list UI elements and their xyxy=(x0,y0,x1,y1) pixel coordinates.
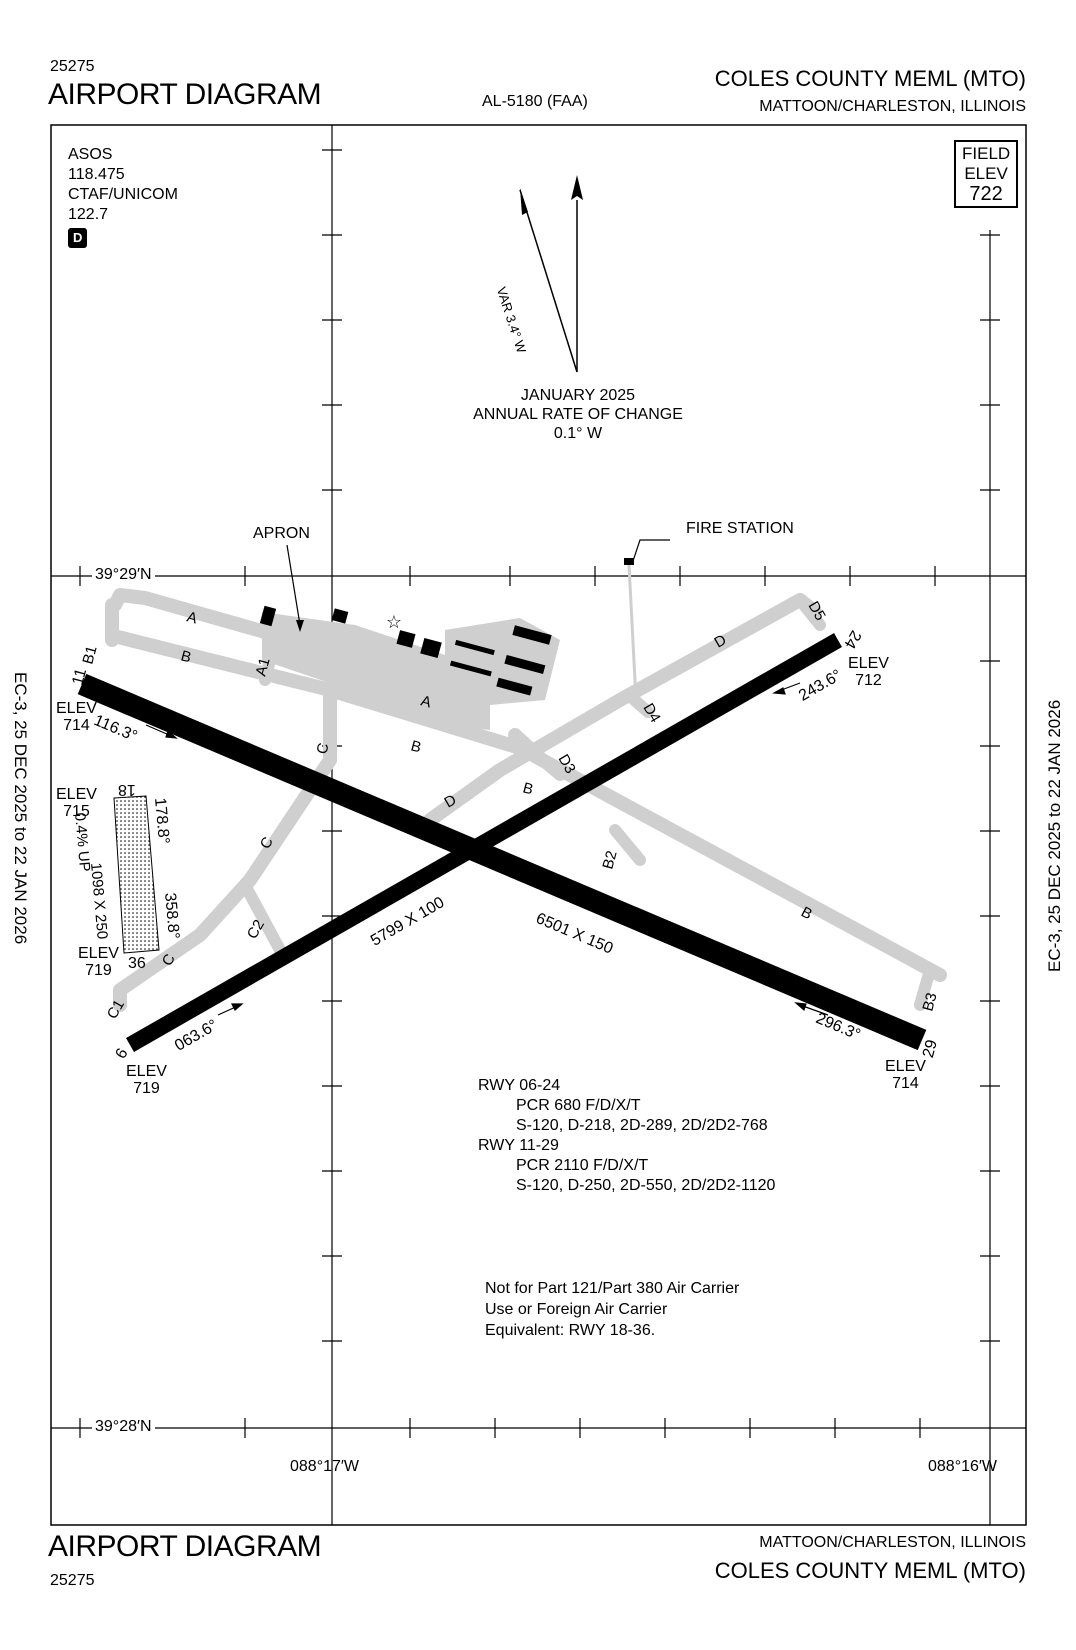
runway-strength-notes: RWY 06-24 PCR 680 F/D/X/T S-120, D-218, … xyxy=(478,1076,775,1196)
field-elev-label1: FIELD xyxy=(962,144,1011,163)
fire-station-label: FIRE STATION xyxy=(686,520,794,537)
ctaf-frequency: 122.7 xyxy=(68,206,109,223)
runway-18-label: 18 xyxy=(118,781,136,798)
taxiway-b xyxy=(111,630,947,982)
apron-area xyxy=(262,612,560,730)
fire-station-road xyxy=(627,564,638,701)
magnetic-north-line xyxy=(519,189,578,373)
chart-number-bottom: 25275 xyxy=(50,1572,95,1589)
chart-title-top: AIRPORT DIAGRAM xyxy=(48,78,322,111)
ctaf-label: CTAF/UNICOM xyxy=(68,186,178,203)
fire-station-leader xyxy=(631,539,670,565)
restriction-line-3: Equivalent: RWY 18-36. xyxy=(485,1322,656,1339)
taxiway-network xyxy=(105,588,947,1012)
elev-rwy-18: ELEV 715 xyxy=(56,786,97,820)
comms-block: ASOS 118.475 CTAF/UNICOM 122.7 D xyxy=(68,145,178,248)
apron-label: APRON xyxy=(253,525,310,542)
taxiway-label-b3rd: B xyxy=(521,779,535,798)
note-pcr-06-24: PCR 680 F/D/X/T xyxy=(516,1097,641,1114)
elev-label: ELEV xyxy=(885,1058,926,1075)
taxiway-label-b1st: B xyxy=(179,647,193,666)
taxiway-label-a2nd: A xyxy=(419,692,433,711)
elev-rwy-11: ELEV 714 xyxy=(56,700,97,734)
note-rwy-11-29: RWY 11-29 xyxy=(478,1137,559,1154)
magnetic-date: JANUARY 2025 xyxy=(520,387,636,404)
asos-label: ASOS xyxy=(68,146,113,163)
note-pcr-11-29: PCR 2110 F/D/X/T xyxy=(516,1157,649,1174)
heading-arrows xyxy=(145,682,829,1016)
longitude-right: 088°16′W xyxy=(928,1458,997,1475)
taxiway-label-b1: B1 xyxy=(79,644,100,666)
taxiway-a1 xyxy=(259,654,276,686)
field-elev-label2: ELEV xyxy=(964,164,1008,183)
taxiway-label-b2: B2 xyxy=(599,849,620,871)
elev-value: 714 xyxy=(63,717,90,734)
elev-value: 714 xyxy=(892,1075,919,1092)
taxiway-d4 xyxy=(624,690,654,718)
elev-label: ELEV xyxy=(78,945,119,962)
latitude-bottom: 39°28′N xyxy=(92,1418,155,1436)
taxiway-d5 xyxy=(794,594,826,631)
diagram-frame xyxy=(50,124,1027,1526)
airspace-class-badge: D xyxy=(68,228,88,248)
taxiway-label-b3: B3 xyxy=(919,991,940,1013)
taxiway-label-a1: A1 xyxy=(252,656,273,678)
airport-location-top: MATTOON/CHARLESTON, ILLINOIS xyxy=(759,98,1026,115)
taxiway-label-b2nd: B xyxy=(409,737,423,756)
magnetic-change-block: JANUARY 2025 ANNUAL RATE OF CHANGE 0.1° … xyxy=(470,386,686,443)
magnetic-north-arrow-icon xyxy=(520,188,528,215)
taxiway-label-c1st: C xyxy=(313,741,332,756)
elev-rwy-6: ELEV 719 xyxy=(126,1063,167,1097)
elev-value: 719 xyxy=(85,962,112,979)
elev-value: 719 xyxy=(133,1080,160,1097)
restriction-notes: Not for Part 121/Part 380 Air Carrier Us… xyxy=(485,1278,739,1341)
taxiway-a-connector xyxy=(508,728,547,765)
airport-location-bottom: MATTOON/CHARLESTON, ILLINOIS xyxy=(759,1534,1026,1551)
elev-value: 715 xyxy=(63,803,90,820)
runway-18-36-turf xyxy=(113,795,160,954)
taxiway-label-a1st: A xyxy=(185,608,199,627)
longitude-left: 088°17′W xyxy=(290,1458,359,1475)
restriction-line-2: Use or Foreign Air Carrier xyxy=(485,1301,668,1318)
note-weights-11-29: S-120, D-250, 2D-550, 2D/2D2-1120 xyxy=(516,1177,776,1194)
elev-label: ELEV xyxy=(56,700,97,717)
runway-11-29 xyxy=(77,673,927,1051)
taxiway-b2 xyxy=(609,824,646,866)
elev-label: ELEV xyxy=(56,786,97,803)
restriction-line-1: Not for Part 121/Part 380 Air Carrier xyxy=(485,1280,740,1297)
beacon-icon: ☆ xyxy=(386,612,402,632)
elev-rwy-29: ELEV 714 xyxy=(885,1058,926,1092)
buildings xyxy=(259,558,634,696)
procedure-id: AL-5180 (FAA) xyxy=(482,93,588,110)
elev-rwy-36: ELEV 719 xyxy=(78,945,119,979)
runway-36-label: 36 xyxy=(128,955,146,972)
annual-rate-label: ANNUAL RATE OF CHANGE xyxy=(473,406,683,423)
note-rwy-06-24: RWY 06-24 xyxy=(478,1077,561,1094)
airport-name-top: COLES COUNTY MEML (MTO) xyxy=(714,66,1026,91)
taxiway-a-west xyxy=(108,588,272,639)
asos-frequency: 118.475 xyxy=(68,166,125,183)
runway-06-24 xyxy=(126,633,842,1052)
graticule-ticks xyxy=(79,149,1000,1438)
note-weights-06-24: S-120, D-218, 2D-289, 2D/2D2-768 xyxy=(516,1117,768,1134)
annual-rate-value: 0.1° W xyxy=(553,425,603,442)
apron-leader xyxy=(286,544,301,626)
airport-name-bottom: COLES COUNTY MEML (MTO) xyxy=(714,1558,1026,1583)
field-elev-value: 722 xyxy=(969,183,1003,205)
latitude-top: 39°29′N xyxy=(92,566,155,584)
elev-rwy-24: ELEV 712 xyxy=(848,655,889,689)
elev-value: 712 xyxy=(855,672,882,689)
chart-title-bottom: AIRPORT DIAGRAM xyxy=(48,1530,322,1563)
field-elevation-box: FIELD ELEV 722 xyxy=(954,140,1019,208)
elev-label: ELEV xyxy=(848,655,889,672)
taxiway-b3 xyxy=(914,964,936,1011)
taxiway-c xyxy=(113,753,337,1012)
taxiway-c2 xyxy=(239,879,286,956)
true-north-arrow-icon xyxy=(571,175,583,200)
chart-number-top: 25275 xyxy=(50,58,95,75)
elev-label: ELEV xyxy=(126,1063,167,1080)
